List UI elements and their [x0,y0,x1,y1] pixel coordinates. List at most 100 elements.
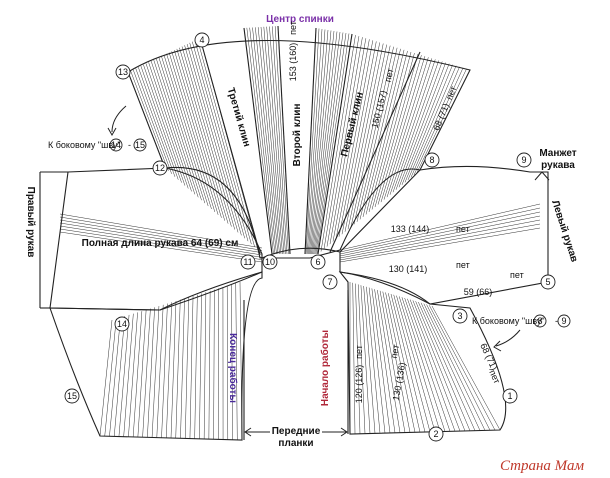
hatch-line [335,40,374,240]
hatch-line [153,59,199,198]
hatch-line [409,299,461,432]
hatch-line [339,207,541,253]
hatch-line [418,301,476,431]
hatch-line [151,306,160,438]
hatch-line [249,27,276,255]
hatch-line [184,45,239,233]
point-marker-label-3: 3 [457,311,462,321]
hatch-line [104,318,117,437]
hatch-line [407,65,457,180]
left-sleeve-label: Левый рукав [549,199,579,264]
hatch-line [171,51,222,218]
hatch-line [130,70,169,172]
hatch-line [323,36,360,250]
hatch-line [338,41,377,237]
hatch-line [189,42,245,239]
hatch-line [274,26,289,255]
hatch-line [401,63,450,185]
sts-120-unit: пет [354,345,364,359]
point-marker-label-11: 11 [243,257,252,267]
hatch-line [132,69,172,174]
hatch-line [137,309,147,438]
sts-130-sleeve-unit: пет [456,260,470,270]
hatch-line [199,293,202,439]
seam-marker-label-9: 9 [561,316,566,326]
hatch-line [365,50,408,215]
front-bands-label-1: Передние [272,426,321,437]
hatch-line [246,27,274,255]
hatch-line [128,312,138,437]
hatch-line [360,285,371,434]
point-marker-2 [428,426,444,442]
point-marker-label-6: 6 [315,257,320,267]
hatch-line [181,46,235,230]
point-marker-9 [516,152,532,168]
hatch-line [255,27,279,255]
point-marker-label-9: 9 [521,155,526,165]
point-marker-11 [240,254,256,270]
hatch-line [315,32,347,255]
sts-130-front-unit: пет [389,344,401,359]
hatch-line [344,43,384,232]
hatch-line [385,292,416,433]
hatch-line [175,299,181,439]
hatch-line [339,215,541,257]
hatch-line [208,290,211,440]
hatch-line [147,307,155,438]
hatch-line [143,64,186,186]
hatch-line [99,319,113,437]
hatch-line [320,35,356,252]
point-marker-label-7: 7 [327,277,332,287]
hatch-line [393,294,431,432]
seam-marker-label-15: 15 [135,140,145,150]
hatch-line [359,48,401,220]
hatch-line [59,231,263,263]
hatch-line [404,64,453,183]
point-marker-label-15: 15 [67,391,77,401]
hatch-line [266,26,285,255]
sts-150-unit: пет [383,67,396,83]
sts-59-unit: пет [510,270,524,280]
hatch-line [350,45,391,227]
sleeve-cuff-label-2: рукава [541,160,575,171]
point-marker-label-1: 1 [507,391,512,401]
hatch-line [148,62,192,192]
start-of-work-label: Начало работы [319,330,331,406]
hatch-line [339,211,541,255]
hatch-line [390,293,426,433]
sts-133-label: 133 (144) [391,224,430,234]
hatch-line [170,300,177,439]
hatch-line [339,227,541,263]
hatch-line [415,301,471,431]
hatch-line [398,296,441,432]
hatch-line [226,285,229,440]
point-marker-label-12: 12 [155,163,165,173]
hatch-line [339,219,541,259]
seam-marker-15 [133,138,147,152]
hatch-line [388,293,421,433]
hatch-line [194,294,198,439]
hatch-line [412,300,466,432]
center-back-label: Центр спинки [266,14,334,25]
hatch-line [410,66,460,178]
hatch-line [398,62,446,188]
hatch-line [163,54,212,210]
hatch-line [368,51,412,213]
hatch-line [407,298,456,432]
hatch-line [353,46,394,225]
third-wedge-label: Третий клин [225,87,252,149]
hatch-line [161,56,209,207]
second-wedge-label: Второй клин [292,104,303,167]
point-marker-label-4: 4 [199,35,204,45]
hatch-line [326,37,363,247]
hatch-line [429,305,496,431]
seam-dash-left: - [128,140,131,150]
hatch-line [263,26,283,255]
seam-dash-right: - [555,316,558,326]
point-marker-14 [114,316,130,332]
hatch-line [132,311,143,437]
hatch-line [138,67,179,180]
hatch-line [174,50,226,221]
point-marker-label-14: 14 [117,319,127,329]
